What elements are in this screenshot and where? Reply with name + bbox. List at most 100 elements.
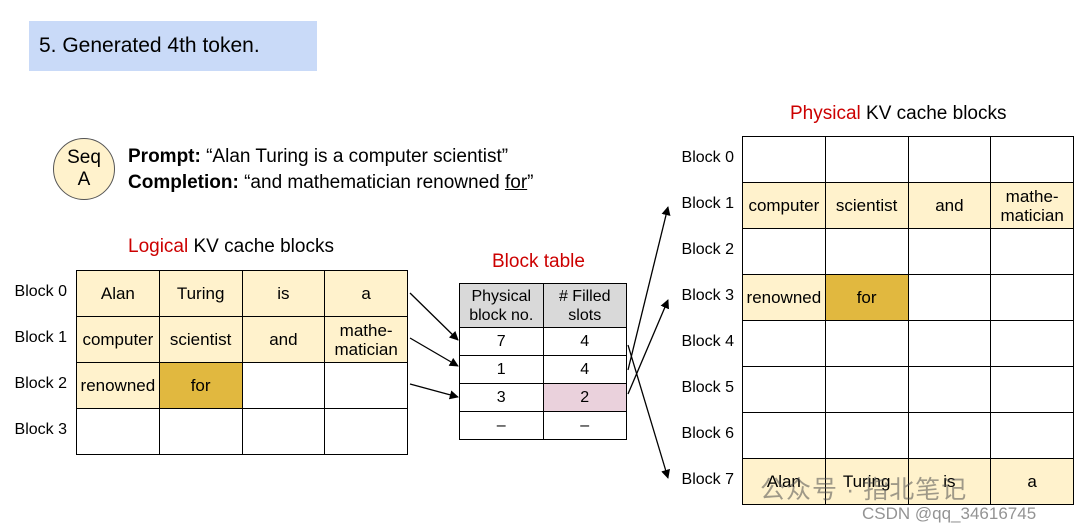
prompt-label: Prompt: (128, 146, 201, 167)
kv-slot (241, 408, 326, 455)
block-row-label: Block 0 (14, 283, 67, 300)
kv-slot (907, 274, 992, 321)
kv-slot (824, 366, 909, 413)
sequence-badge-line2: A (77, 169, 91, 190)
kv-slot: Turing (158, 270, 243, 317)
kv-slot (990, 366, 1074, 413)
logical-heading-red: Logical (128, 236, 189, 257)
grid-row (742, 136, 1074, 183)
kv-slot (907, 366, 992, 413)
kv-slot (990, 228, 1074, 275)
filled-slots-count: 2 (542, 383, 627, 412)
block-row-label: Block 0 (681, 149, 734, 166)
step-title-text: 5. Generated 4th token. (39, 34, 260, 57)
kv-slot (241, 362, 326, 409)
kv-slot: scientist (824, 182, 909, 229)
sequence-badge: Seq A (53, 138, 115, 200)
block-row-label: Block 1 (14, 329, 67, 346)
completion-close-quote: ” (527, 172, 534, 193)
kv-slot (324, 362, 408, 409)
kv-slot: computer (742, 182, 826, 229)
kv-slot: for (824, 274, 909, 321)
kv-slot: is (907, 458, 992, 505)
arrow-logical2-to-table (409, 383, 459, 400)
filled-slots-count: 4 (542, 355, 627, 384)
logical-heading: Logical KV cache blocks (128, 236, 334, 258)
block-row-label: Block 4 (681, 333, 734, 350)
kv-slot (907, 136, 992, 183)
kv-slot: Alan (742, 458, 826, 505)
grid-row (742, 228, 1074, 275)
kv-slot: a (990, 458, 1074, 505)
kv-slot: scientist (158, 316, 243, 363)
physical-heading-red: Physical (790, 103, 861, 124)
block-table-row: –– (459, 411, 627, 440)
block-table-col-filled-line1: # Filled (558, 287, 611, 305)
kv-slot (824, 412, 909, 459)
prompt-text: “Alan Turing is a computer scientist” (200, 146, 509, 167)
step-title: 5. Generated 4th token. (29, 21, 317, 71)
kv-slot (742, 136, 826, 183)
kv-slot (990, 320, 1074, 367)
kv-slot (742, 228, 826, 275)
grid-row (742, 320, 1074, 367)
arrow-logical1-to-table (409, 337, 459, 367)
block-table-col-physical-line1: Physical (471, 287, 532, 305)
physical-heading: Physical KV cache blocks (790, 103, 1007, 125)
completion-text: “and mathematician renowned (238, 172, 505, 193)
kv-slot: is (241, 270, 326, 317)
block-table-heading: Block table (492, 251, 585, 272)
credit-text: CSDN @qq_34616745 (862, 504, 1037, 523)
kv-slot (76, 408, 160, 455)
grid-row (742, 412, 1074, 459)
kv-slot (742, 320, 826, 367)
arrow-table2-to-physical3 (627, 299, 669, 395)
kv-slot: mathe-matician (324, 316, 408, 363)
kv-slot (824, 228, 909, 275)
kv-slot (742, 412, 826, 459)
block-row-label: Block 3 (681, 287, 734, 304)
kv-slot (907, 412, 992, 459)
arrow-table0-to-physical7 (627, 344, 670, 479)
kv-slot: renowned (742, 274, 826, 321)
kv-slot (907, 320, 992, 367)
logical-heading-rest: KV cache blocks (188, 236, 334, 257)
arrow-table1-to-physical1 (627, 206, 671, 371)
completion-label: Completion: (128, 172, 239, 193)
block-table-col-filled-line2: slots (568, 306, 602, 324)
kv-slot (824, 136, 909, 183)
block-table-col-physical-line2: block no. (469, 306, 534, 324)
kv-slot: and (907, 182, 992, 229)
block-row-label: Block 5 (681, 379, 734, 396)
kv-slot: Alan (76, 270, 160, 317)
kv-slot (990, 136, 1074, 183)
grid-row (742, 366, 1074, 413)
kv-slot: a (324, 270, 408, 317)
kv-slot (324, 408, 408, 455)
kv-slot (158, 408, 243, 455)
kv-slot: for (158, 362, 243, 409)
block-row-label: Block 1 (681, 195, 734, 212)
kv-slot: and (241, 316, 326, 363)
physical-block-number: 1 (459, 355, 544, 384)
kv-slot: Turing (824, 458, 909, 505)
filled-slots-count: 4 (542, 327, 627, 356)
block-row-label: Block 2 (681, 241, 734, 258)
filled-slots-count: – (542, 411, 627, 440)
physical-block-number: – (459, 411, 544, 440)
kv-slot (907, 228, 992, 275)
sequence-badge-line1: Seq (67, 147, 101, 168)
